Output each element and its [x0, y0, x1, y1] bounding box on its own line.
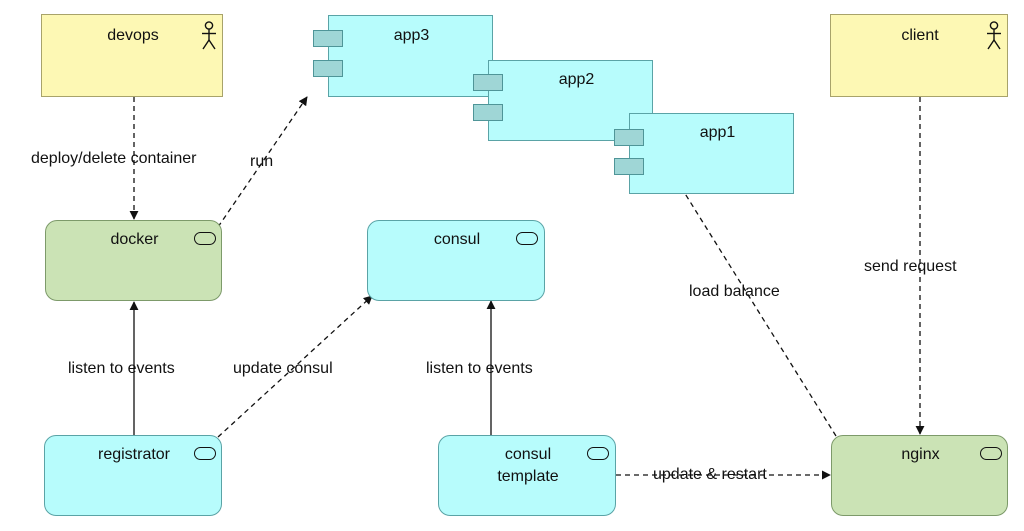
service-icon	[516, 232, 538, 245]
consul-service[interactable]: consul	[367, 220, 545, 301]
nginx-label: nginx	[901, 446, 940, 463]
registrator-label: registrator	[97, 446, 171, 463]
component-port-icon	[313, 30, 343, 47]
client-actor[interactable]: client	[830, 14, 1008, 97]
service-icon	[980, 447, 1002, 460]
registrator-service[interactable]: registrator	[44, 435, 222, 516]
app1-label: app1	[699, 124, 736, 141]
consul-template-label-line1: consul	[504, 446, 552, 463]
service-icon	[194, 232, 216, 245]
app2-label: app2	[558, 71, 595, 88]
edge-label-deploy: deploy/delete container	[31, 150, 197, 167]
edge-update-consul	[217, 295, 373, 438]
service-icon	[587, 447, 609, 460]
component-port-icon	[473, 104, 503, 121]
component-port-icon	[473, 74, 503, 91]
service-icon	[194, 447, 216, 460]
app2-component[interactable]: app2	[488, 60, 653, 141]
person-icon	[202, 21, 216, 50]
nginx-service[interactable]: nginx	[831, 435, 1008, 516]
docker-service[interactable]: docker	[45, 220, 222, 301]
devops-actor[interactable]: devops	[41, 14, 223, 97]
app3-component[interactable]: app3	[328, 15, 493, 97]
edge-label-run: run	[250, 153, 274, 170]
edge-label-listen-docker: listen to events	[68, 360, 175, 377]
edge-label-listen-consul: listen to events	[426, 360, 533, 377]
edge-label-load-balance: load balance	[689, 283, 780, 300]
client-label: client	[901, 27, 939, 44]
component-port-icon	[614, 158, 644, 175]
docker-label: docker	[110, 231, 159, 248]
edge-label-update-restart: update & restart	[653, 466, 767, 483]
edge-label-send-request: send request	[864, 258, 957, 275]
component-port-icon	[614, 129, 644, 146]
person-icon	[987, 21, 1001, 50]
consul-template-service[interactable]: consul template	[438, 435, 616, 516]
consul-template-label-line2: template	[497, 468, 559, 485]
consul-label: consul	[433, 231, 481, 248]
component-port-icon	[313, 60, 343, 77]
devops-label: devops	[107, 27, 159, 44]
app3-label: app3	[393, 27, 430, 44]
app1-component[interactable]: app1	[629, 113, 794, 194]
edge-label-update-consul: update consul	[233, 360, 333, 377]
